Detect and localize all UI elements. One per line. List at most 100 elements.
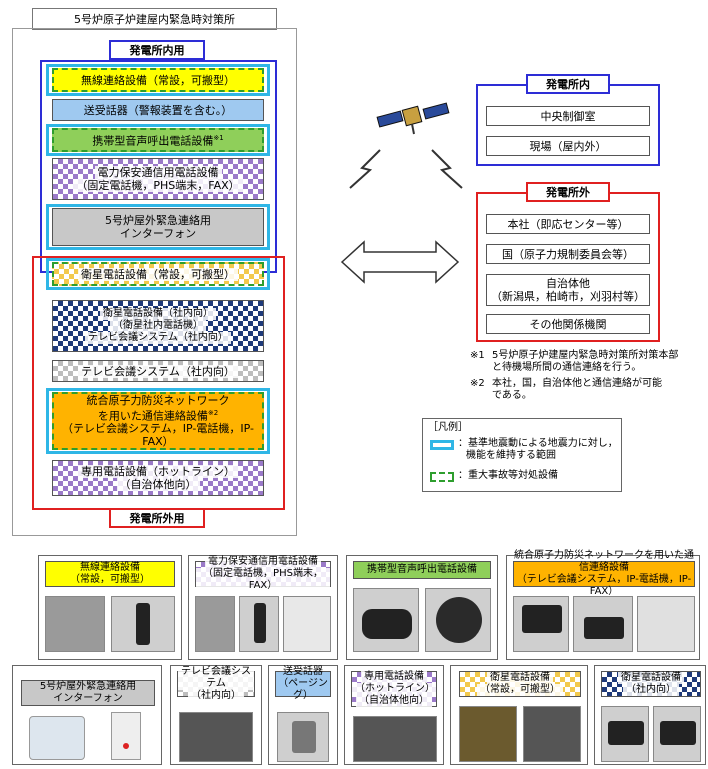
tv-conference-label: テレビ会議システム（社内向） (78, 364, 238, 378)
photo-caption: 電力保安通信用電話設備（固定電話機，PHS端末，FAX） (195, 556, 331, 592)
photo-caption: テレビ会議システム（社内向） (177, 666, 255, 702)
radio-photo (45, 596, 105, 652)
hotline-label-1: 専用電話設備（ホットライン） (78, 465, 238, 478)
satellite-internal-photo (653, 706, 701, 762)
signal-bolt-icon (431, 149, 463, 189)
legend-item-1: ：基準地震動による地震力に対し， 機能を維持する範囲 (458, 438, 622, 462)
photo-caption: 統合原子力防災ネットワークを用いた通信連絡設備（テレビ会議システム，IP-電話機… (513, 550, 695, 597)
security-line-label-1: 電力保安通信用電話設備 (94, 166, 222, 179)
footnote-1-line1: 5号炉原子炉建屋内緊急時対策所対策本部 (492, 350, 679, 361)
portable-phone-label: 携帯型音声呼出電話設備※1 (92, 134, 224, 148)
photo-card: 5号炉屋外緊急連絡用インターフォン (12, 665, 162, 765)
signal-bolt-icon (349, 149, 381, 189)
intercom-label-2: インターフォン (119, 227, 197, 240)
out-station-label: 発電所外用 (109, 508, 205, 528)
satellite-phone-box: 衛星電話設備（常設，可搬型） (52, 262, 264, 286)
satellite-internal-label-3: テレビ会議システム（社内向） (85, 332, 231, 344)
footnote-2-line1: 本社，国，自治体他と通信連絡が可能 (492, 378, 662, 389)
security-line-label-2: （固定電話機，PHS端末，FAX） (73, 179, 243, 192)
intercom-photo (29, 716, 85, 760)
seismic-range-frame (46, 388, 270, 454)
integrated-network-label-3: （テレビ会議システム，IP-電話機，IP-FAX） (62, 422, 254, 449)
transceiver-box: 送受話器（警報装置を含む。） (52, 99, 264, 121)
tv-conference-box: テレビ会議システム（社内向） (52, 360, 264, 382)
footnote-2-mark: ※2 (470, 378, 485, 389)
double-arrow-icon (340, 240, 460, 284)
ip-phone-photo (573, 596, 633, 652)
satellite-internal-box: 衛星電話設備（社内向） （衛星社内電話機） テレビ会議システム（社内向） (52, 300, 264, 352)
facility-frame (12, 28, 297, 536)
legend-item-1-line1: ：基準地震動による地震力に対し， (458, 438, 618, 449)
satellite-internal-label-2: （衛星社内電話機） (110, 320, 206, 332)
tv-conference-photo (513, 596, 569, 652)
photo-card: 電力保安通信用電話設備（固定電話機，PHS端末，FAX） (188, 555, 338, 660)
satellite-internal-label-1: 衛星電話設備（社内向） (100, 308, 216, 320)
seismic-range-frame (46, 124, 270, 156)
photo-card: 専用電話設備（ホットライン）（自治体他向） (344, 665, 444, 765)
security-line-box: 電力保安通信用電話設備 （固定電話機，PHS端末，FAX） (52, 158, 264, 200)
photo-caption: 5号炉屋外緊急連絡用インターフォン (21, 680, 155, 706)
fax-photo (283, 596, 331, 652)
paging-photo (277, 712, 329, 762)
hotline-box: 専用電話設備（ホットライン） （自治体他向） (52, 460, 264, 496)
outside-station-header: 発電所外 (526, 182, 610, 202)
intercom-photo (111, 712, 141, 760)
legend (422, 418, 622, 492)
intercom-label-1: 5号炉屋外緊急連絡用 (105, 214, 211, 227)
inside-station-header: 発電所内 (526, 74, 610, 94)
in-station-label: 発電所内用 (109, 40, 205, 60)
footnote-2-line2: である。 (492, 390, 532, 401)
satellite-phone-photo (459, 706, 517, 762)
seismic-legend-swatch (430, 440, 454, 450)
photo-card: 携帯型音声呼出電話設備 (346, 555, 498, 660)
photo-caption: 無線連絡設備（常設，可搬型） (45, 561, 175, 587)
portable-phone-box: 携帯型音声呼出電話設備※1 (52, 128, 264, 152)
tv-conference-photo (179, 712, 253, 762)
seismic-range-frame (46, 204, 270, 250)
photo-card: 送受話器（ページング） (268, 665, 338, 765)
footnote-1: ※1 5号炉原子炉建屋内緊急時対策所対策本部 と待機場所間の通信連絡を行う。 (470, 350, 708, 374)
photo-card: 無線連絡設備（常設，可搬型） (38, 555, 182, 660)
sa-legend-swatch (430, 472, 454, 482)
hotline-label-2: （自治体他向） (116, 478, 200, 491)
outside-item-label: 自治体他 (546, 277, 590, 290)
footnote-1-line2: と待機場所間の通信連絡を行う。 (492, 362, 642, 373)
satellite-icon (376, 102, 450, 135)
photo-card: 衛星電話設備（社内向） (594, 665, 706, 765)
photo-caption: 衛星電話設備（社内向） (601, 671, 701, 697)
photo-caption: 専用電話設備（ホットライン）（自治体他向） (351, 671, 437, 707)
inside-item: 中央制御室 (486, 106, 650, 126)
phs-photo (239, 596, 279, 652)
transceiver-label: 送受話器（警報装置を含む。） (83, 103, 233, 117)
photo-card: テレビ会議システム（社内向） (170, 665, 262, 765)
seismic-range-frame (46, 64, 270, 96)
integrated-network-label-2: を用いた通信連絡設備※2 (97, 408, 219, 423)
footnote-1-mark: ※1 (470, 350, 485, 361)
outside-item: 国（原子力規制委員会等） (486, 244, 650, 264)
radio-equipment-label: 無線連絡設備（常設，可搬型） (81, 73, 235, 87)
cable-reel-photo (425, 588, 491, 652)
legend-title: ［凡例］ (428, 422, 468, 433)
radio-photo (111, 596, 175, 652)
satellite-phone-label: 衛星電話設備（常設，可搬型） (78, 267, 238, 281)
integrated-network-box: 統合原子力防災ネットワーク を用いた通信連絡設備※2 （テレビ会議システム，IP… (52, 392, 264, 450)
satellite-phone-photo (523, 706, 581, 762)
page-title: 5号炉原子炉建屋内緊急時対策所 (32, 8, 277, 30)
legend-item-2: ：重大事故等対処設備 (458, 470, 558, 481)
photo-caption: 衛星電話設備（常設，可搬型） (459, 671, 581, 697)
photo-card: 統合原子力防災ネットワークを用いた通信連絡設備（テレビ会議システム，IP-電話機… (506, 550, 700, 660)
fixed-phone-photo (195, 596, 235, 652)
satellite-internal-photo (601, 706, 649, 762)
legend-item-1-line2: 機能を維持する範囲 (466, 450, 556, 461)
photo-caption: 携帯型音声呼出電話設備 (353, 561, 491, 579)
inside-item: 現場（屋内外） (486, 136, 650, 156)
photo-card: 衛星電話設備（常設，可搬型） (450, 665, 588, 765)
footnote-2: ※2 本社，国，自治体他と通信連絡が可能 である。 (470, 378, 708, 402)
integrated-network-label-1: 統合原子力防災ネットワーク (86, 393, 230, 407)
outside-item-sublabel: （新潟県，柏崎市，刈羽村等） (491, 290, 645, 303)
outside-item: 自治体他 （新潟県，柏崎市，刈羽村等） (486, 274, 650, 306)
ip-fax-photo (637, 596, 695, 652)
outside-item: 本社（即応センター等） (486, 214, 650, 234)
seismic-range-frame (46, 258, 270, 290)
portable-phone-photo (353, 588, 419, 652)
